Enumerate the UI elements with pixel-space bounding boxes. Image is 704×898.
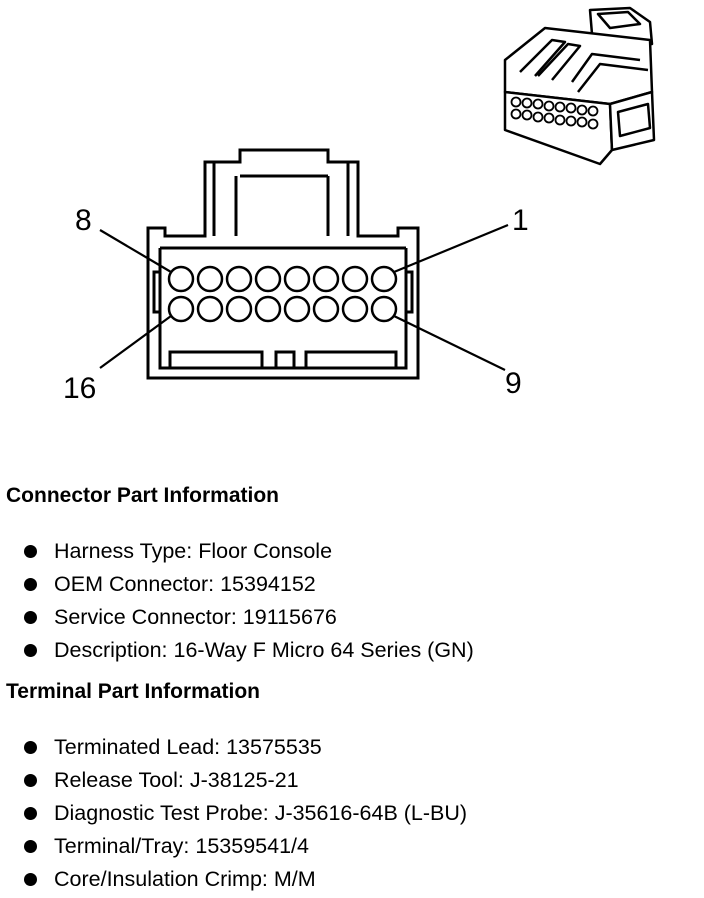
- list-item: Description: 16-Way F Micro 64 Series (G…: [24, 634, 474, 667]
- pin-label-1: 1: [512, 204, 529, 237]
- list-item-text: Terminal/Tray: 15359541/4: [54, 834, 309, 858]
- list-item-text: Harness Type: Floor Console: [54, 539, 333, 563]
- pin-cavity-12: [283, 295, 311, 323]
- leader-line-8: [99, 229, 172, 273]
- list-item: OEM Connector: 15394152: [24, 568, 474, 601]
- pin-cavities: [167, 265, 398, 323]
- pin-label-16: 16: [63, 372, 96, 405]
- list-item-text: Description: 16-Way F Micro 64 Series (G…: [54, 638, 474, 662]
- pin-cavity-3: [312, 265, 340, 293]
- connector-info-list: Harness Type: Floor Console OEM Connecto…: [24, 535, 474, 667]
- bullet-icon: [24, 644, 37, 657]
- connector-diagram: 8 1 16 9: [63, 6, 656, 405]
- leader-line-16: [99, 315, 172, 369]
- pin-label-9: 9: [505, 367, 522, 400]
- bullet-icon: [24, 774, 37, 787]
- list-item: Core/Insulation Crimp: M/M: [24, 863, 467, 896]
- pin-cavity-9: [370, 295, 398, 323]
- list-item-text: Terminated Lead: 13575535: [54, 735, 322, 759]
- pin-cavity-10: [341, 295, 369, 323]
- pin-cavity-4: [283, 265, 311, 293]
- list-item-text: Diagnostic Test Probe: J-35616-64B (L-BU…: [54, 801, 468, 825]
- pin-label-8: 8: [75, 204, 92, 237]
- bullet-icon: [24, 611, 37, 624]
- list-item-text: Core/Insulation Crimp: M/M: [54, 867, 316, 891]
- list-item-text: Release Tool: J-38125-21: [54, 768, 299, 792]
- list-item: Diagnostic Test Probe: J-35616-64B (L-BU…: [24, 797, 467, 830]
- bullet-icon: [24, 741, 37, 754]
- pin-cavity-13: [254, 295, 282, 323]
- connector-3d-icon: [503, 6, 656, 166]
- pin-cavity-1: [370, 265, 398, 293]
- pin-cavity-11: [312, 295, 340, 323]
- list-item: Terminal/Tray: 15359541/4: [24, 830, 467, 863]
- pin-cavity-8: [167, 265, 195, 293]
- bullet-icon: [24, 578, 37, 591]
- pin-cavity-14: [225, 295, 253, 323]
- list-item: Release Tool: J-38125-21: [24, 764, 467, 797]
- leader-line-1: [393, 223, 509, 274]
- leader-line-9: [393, 315, 506, 371]
- bullet-icon: [24, 545, 37, 558]
- pin-cavity-15: [196, 295, 224, 323]
- list-item-text: OEM Connector: 15394152: [54, 572, 316, 596]
- list-item: Service Connector: 19115676: [24, 601, 474, 634]
- connector-face: [146, 148, 420, 380]
- connector-info-title: Connector Part Information: [6, 484, 280, 507]
- terminal-info-title: Terminal Part Information: [6, 680, 260, 703]
- terminal-info-list: Terminated Lead: 13575535 Release Tool: …: [24, 731, 467, 896]
- pin-cavity-6: [225, 265, 253, 293]
- leader-lines: [99, 223, 509, 371]
- connector-3d-pin-holes: [510, 96, 599, 130]
- pin-cavity-2: [341, 265, 369, 293]
- list-item-text: Service Connector: 19115676: [54, 605, 337, 629]
- bullet-icon: [24, 873, 37, 886]
- pin-cavity-5: [254, 265, 282, 293]
- list-item: Terminated Lead: 13575535: [24, 731, 467, 764]
- bullet-icon: [24, 807, 37, 820]
- pin-cavity-7: [196, 265, 224, 293]
- list-item: Harness Type: Floor Console: [24, 535, 474, 568]
- pin-cavity-16: [167, 295, 195, 323]
- bullet-icon: [24, 840, 37, 853]
